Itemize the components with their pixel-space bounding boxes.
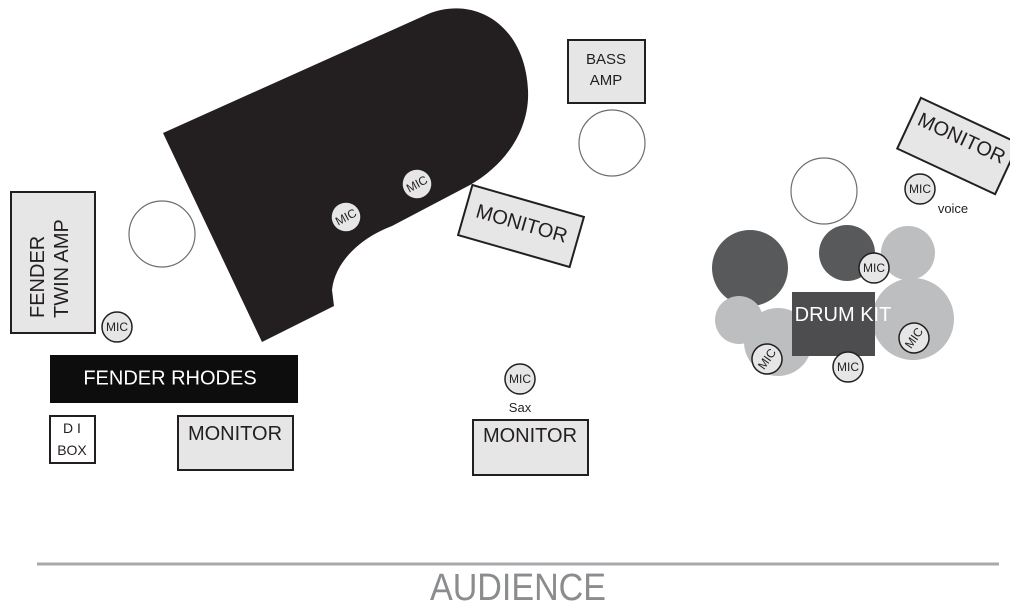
drum-mic-top: MIC xyxy=(858,252,890,284)
bass-amp-label-1: BASS xyxy=(586,51,626,68)
drum-kit-box xyxy=(792,292,875,356)
di-box-label-2: BOX xyxy=(57,442,87,458)
monitor-center-label: MONITOR xyxy=(483,425,577,447)
monitor-right: MONITOR xyxy=(895,96,1010,196)
sax-mic: MIC xyxy=(504,363,536,395)
drum-floor-tom xyxy=(712,230,788,306)
grand-piano xyxy=(163,8,529,342)
svg-text:MIC: MIC xyxy=(863,261,885,275)
fender-twin-amp xyxy=(10,191,96,334)
drum-kit-label: DRUM KIT xyxy=(795,304,892,326)
drum-mic-bottom: MIC xyxy=(832,351,864,383)
monitor-left xyxy=(177,415,294,471)
svg-text:MIC: MIC xyxy=(106,320,128,334)
piano-mic-1: MIC xyxy=(330,201,362,233)
monitor-piano: MONITOR xyxy=(456,183,586,269)
voice-label: voice xyxy=(938,201,968,216)
amp-mic: MIC xyxy=(101,311,133,343)
bass-amp xyxy=(567,39,646,104)
svg-text:MIC: MIC xyxy=(509,372,531,386)
svg-text:MIC: MIC xyxy=(909,182,931,196)
fender-twin-label-1: FENDER xyxy=(27,236,49,318)
seat-left xyxy=(128,200,196,268)
fender-rhodes-label: FENDER RHODES xyxy=(83,367,256,389)
seat-bass xyxy=(578,109,646,177)
svg-text:MIC: MIC xyxy=(837,360,859,374)
piano-mic-2: MIC xyxy=(401,168,433,200)
drum-kit: DRUM KIT MIC MIC MIC MIC xyxy=(712,225,954,383)
monitor-left-label: MONITOR xyxy=(188,423,282,445)
monitor-center xyxy=(472,419,589,476)
sax-label: Sax xyxy=(509,400,532,415)
fender-rhodes xyxy=(50,355,298,403)
audience-label: AUDIENCE xyxy=(430,567,606,606)
drum-mic-right: MIC xyxy=(898,322,930,354)
di-box-label-1: D I xyxy=(63,420,81,436)
drum-mic-left: MIC xyxy=(751,343,783,375)
drum-cymbal-top xyxy=(881,226,935,280)
voice-mic: MIC xyxy=(904,173,936,205)
seat-drums xyxy=(790,157,858,225)
drum-cymbal-right xyxy=(872,278,954,360)
bass-amp-label-2: AMP xyxy=(590,72,623,89)
fender-twin-label-2: TWIN AMP xyxy=(51,219,73,318)
di-box xyxy=(49,415,96,464)
